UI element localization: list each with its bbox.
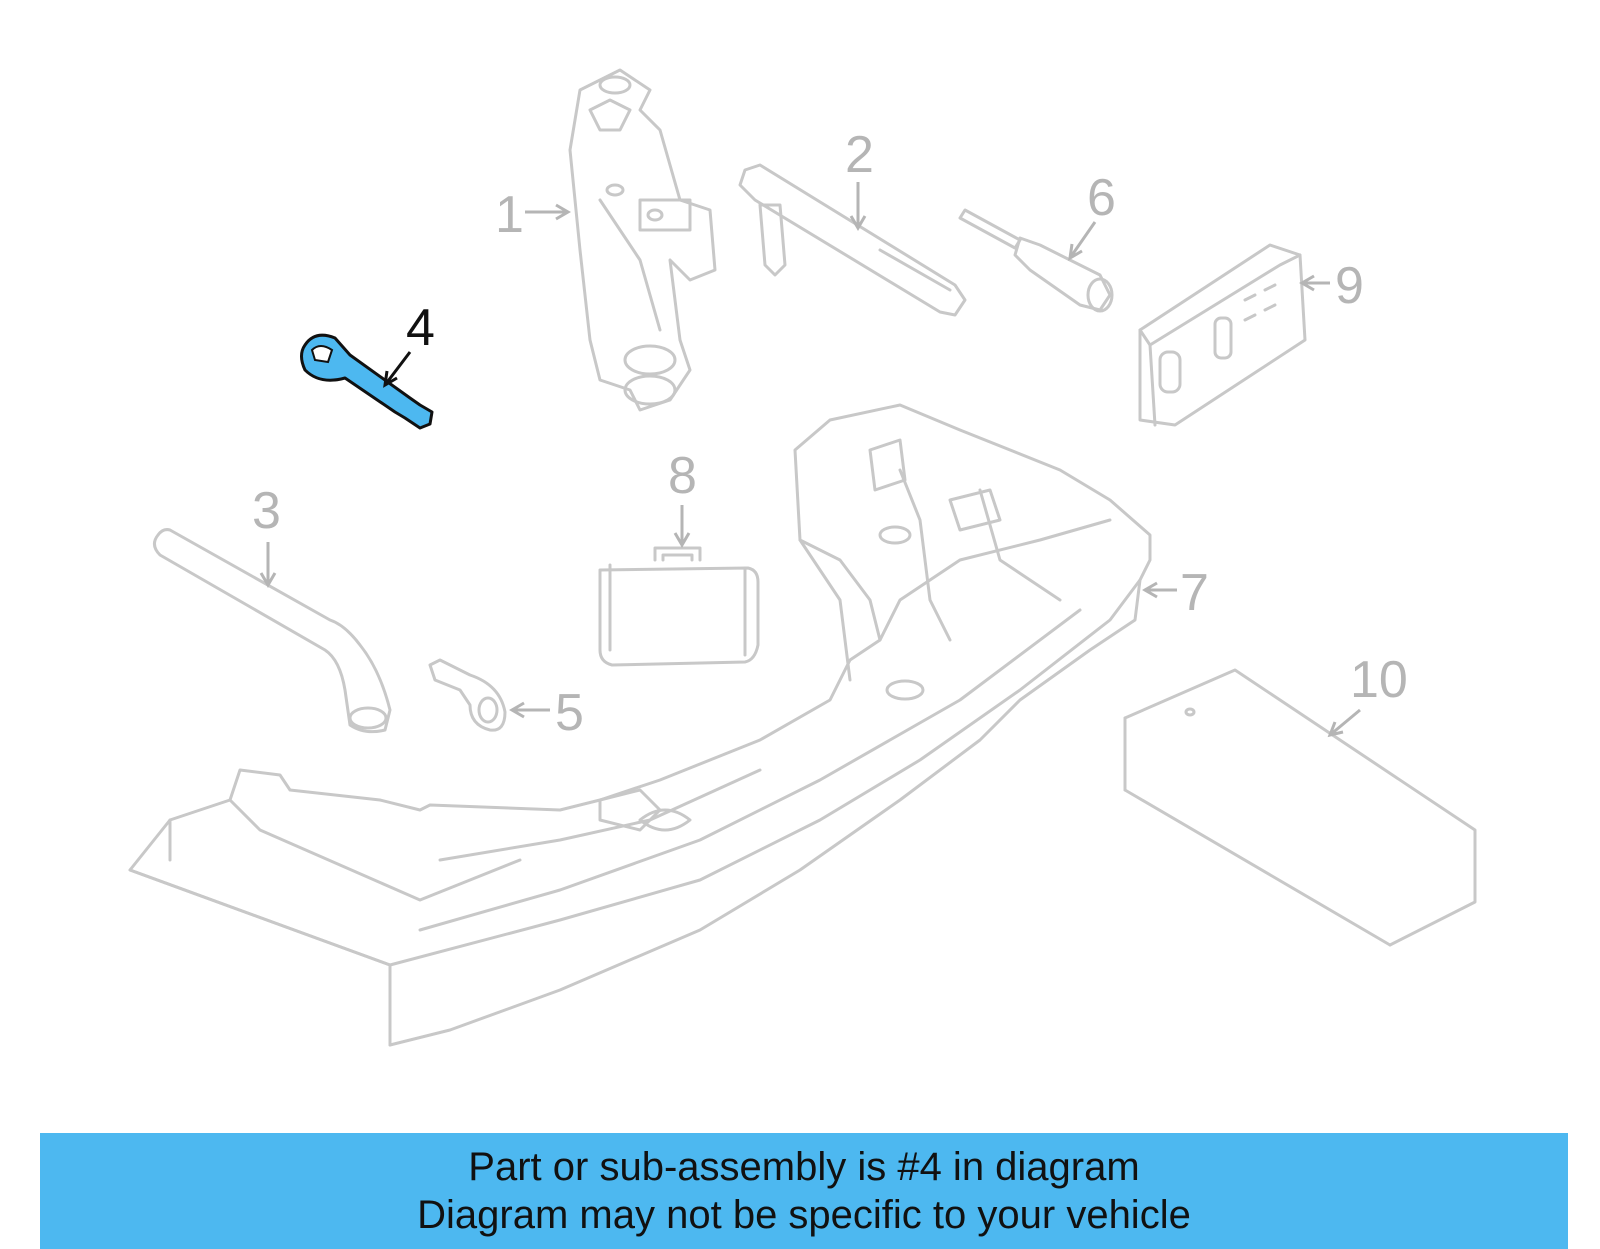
parts-diagram: 1 2 6 9 4 3 5 [128, 68, 1477, 1047]
info-banner: Part or sub-assembly is #4 in diagram Di… [40, 1133, 1568, 1249]
banner-line-1: Part or sub-assembly is #4 in diagram [468, 1145, 1140, 1189]
callout-9: 9 [1335, 257, 1364, 315]
part-1-jack [568, 68, 717, 412]
arrow-10 [1327, 708, 1361, 738]
part-10-mat [1123, 668, 1477, 947]
arrow-8 [673, 505, 691, 548]
banner-line-2: Diagram may not be specific to your vehi… [417, 1193, 1191, 1237]
callout-10: 10 [1350, 651, 1408, 709]
arrow-6 [1068, 221, 1097, 261]
callout-6: 6 [1087, 169, 1116, 227]
callout-8: 8 [668, 447, 697, 505]
part-8-case [598, 546, 760, 667]
arrow-1 [525, 203, 571, 221]
part-7-trunk-tray [128, 403, 1152, 1047]
callout-1: 1 [495, 186, 524, 244]
part-5-clip [428, 658, 507, 732]
arrow-5 [509, 701, 550, 719]
arrow-9 [1299, 274, 1330, 292]
part-9-bracket [1138, 243, 1307, 427]
part-2-jack-handle [738, 163, 967, 317]
callout-2: 2 [845, 126, 874, 184]
callout-5: 5 [555, 684, 584, 742]
arrow-3 [259, 542, 277, 588]
arrow-7 [1142, 581, 1177, 599]
arrow-4 [383, 351, 412, 388]
callout-4: 4 [406, 299, 435, 357]
part-3-lug-wrench [153, 528, 392, 734]
part-4-wrench [300, 333, 434, 430]
arrow-2 [849, 182, 867, 231]
part-6-screwdriver [958, 208, 1114, 313]
callout-3: 3 [252, 482, 281, 540]
callout-7: 7 [1180, 564, 1209, 622]
